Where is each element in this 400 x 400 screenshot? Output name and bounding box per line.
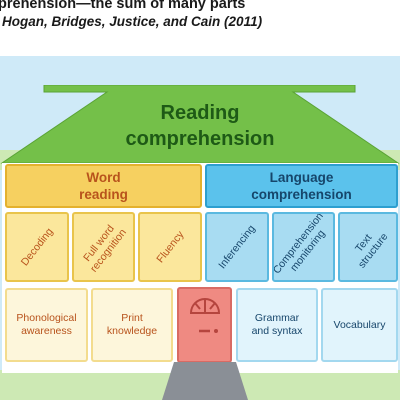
part-fluency: Fluency [138,212,202,282]
foundation-label-line1: Grammar [254,312,300,324]
foundation-label-line1: Print [121,312,143,324]
foundation-print-knowledge: Print knowledge [91,288,173,362]
foundation-label-line1: Phonological [16,312,77,324]
roof-shape [0,85,400,164]
roof-title-line2: comprehension [125,128,275,150]
roof-title: Reading comprehension [100,100,300,152]
language-comprehension-box: Language comprehension [205,164,398,208]
foundation-label-line2: and syntax [251,325,303,337]
figure-citation: Hogan, Bridges, Justice, and Cain (2011) [2,14,263,29]
part-full-word-recognition: Full word recognition [72,212,135,282]
part-text-structure: Text structure [338,212,398,282]
part-label: Decoding [18,225,56,269]
part-comprehension-monitoring: Comprehension monitoring [272,212,335,282]
figure-title: prehension—the sum of many parts [0,0,246,12]
part-label: Inferencing [216,222,258,272]
language-line1: Language [269,170,334,185]
word-reading-line2: reading [79,187,128,202]
part-inferencing: Inferencing [205,212,269,282]
foundation-phonological-awareness: Phonological awareness [5,288,88,362]
roof [0,85,400,164]
word-reading-line1: Word [86,170,121,185]
part-label: Fluency [153,228,187,266]
foundation-vocabulary: Vocabulary [321,288,398,362]
roof-title-line1: Reading [160,102,240,124]
foundation-label-line1: Vocabulary [333,318,386,331]
door-window [189,298,221,333]
foundation-label-line2: awareness [21,325,72,337]
walkway [162,362,248,400]
part-decoding: Decoding [5,212,69,282]
foundation-grammar-and-syntax: Grammar and syntax [236,288,318,362]
language-line2: comprehension [251,187,352,202]
foundation-label-line2: knowledge [106,325,158,337]
word-reading-box: Word reading [5,164,202,208]
